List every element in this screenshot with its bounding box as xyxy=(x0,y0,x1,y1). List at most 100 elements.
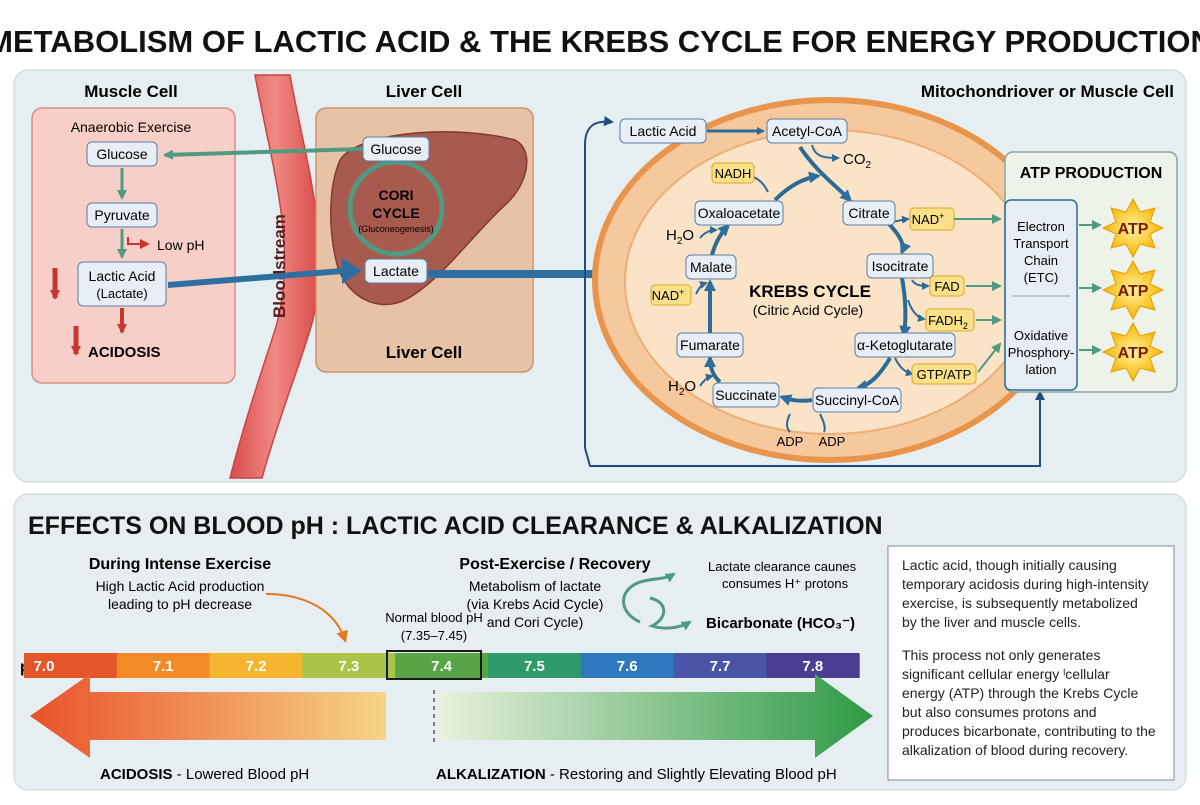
etc-line-4: (ETC) xyxy=(1024,270,1059,285)
lactate-to-mito-arrow xyxy=(428,254,648,294)
alkalization-caption-bold: ALKALIZATION xyxy=(436,766,546,783)
nad-left-sup: + xyxy=(679,287,684,297)
h2o-2-sub: 2 xyxy=(679,387,685,398)
muscle-lactic-acid-label: Lactic Acid xyxy=(89,268,156,284)
recycle-arrow-top xyxy=(622,572,676,624)
exercise-title: During Intense Exercise xyxy=(89,556,271,573)
main-title: METABOLISM OF LACTIC ACID & THE KREBS CY… xyxy=(0,24,1200,59)
fadh2-text: FADH xyxy=(928,313,963,328)
isocitrate-label: Isocitrate xyxy=(872,258,929,274)
low-ph-label: Low pH xyxy=(157,237,204,253)
fad-badge xyxy=(929,275,965,297)
bloodstream-label: Bloodstream xyxy=(270,214,289,318)
summary-note-line: but also consumes protons and xyxy=(902,704,1097,720)
recovery-line-1: Metabolism of lactate xyxy=(469,578,601,594)
ph-tick-label: 7.0 xyxy=(34,658,55,675)
liver-cell-heading: Liver Cell xyxy=(386,82,463,101)
recycle-arrow-bottom xyxy=(647,596,692,631)
adp-arrow-2 xyxy=(819,413,826,433)
muscle-lactate-label: (Lactate) xyxy=(96,286,147,301)
mito-heading: Mitochondriover or Muscle Cell xyxy=(921,82,1174,101)
pyruvate-label: Pyruvate xyxy=(94,207,149,223)
ph-segment-7-5 xyxy=(488,653,582,678)
nad-right-text: NAD xyxy=(912,212,939,227)
acetyl-coa-label: Acetyl-CoA xyxy=(772,123,843,139)
fumarate-label: Fumarate xyxy=(680,337,740,353)
muscle-acidosis-label: ACIDOSIS xyxy=(88,344,161,361)
h2o-arrow-2 xyxy=(699,373,714,387)
atp-star-3 xyxy=(1101,321,1165,383)
mito-region-bracket xyxy=(584,116,614,448)
normal-ph-line-2: (7.35–7.45) xyxy=(401,628,468,643)
nad-badge-left xyxy=(650,284,692,306)
nad-badge-left-label: NAD+ xyxy=(652,287,685,303)
fadh2-badge xyxy=(925,308,975,332)
ph-segment-7-7 xyxy=(673,653,767,678)
oxaloacetate-to-citrate-arrow xyxy=(773,171,821,202)
glucose-return-arrow xyxy=(163,147,364,160)
summary-note-line: alkalization of blood during recovery. xyxy=(902,742,1128,758)
atp-outputs: ATP ATP ATP xyxy=(1079,197,1165,383)
acidosis-arrow xyxy=(30,674,386,758)
co2-subscript: 2 xyxy=(866,160,872,171)
fad-label: FAD xyxy=(934,279,959,294)
alkalization-arrow xyxy=(440,674,873,758)
h2o-arrow-1 xyxy=(699,226,718,239)
summary-note-line: This process not only generates xyxy=(902,647,1100,663)
succinyl-to-succinate-arrow xyxy=(779,394,813,406)
pyruvate-node xyxy=(86,202,158,228)
h2o-2-h: H xyxy=(668,378,679,395)
isocitrate-to-keto-arrow xyxy=(899,277,912,338)
cori-label: CORI xyxy=(379,187,414,203)
nadh-badge xyxy=(711,162,755,184)
muscle-glucose-label: Glucose xyxy=(96,146,148,162)
etc-line-2: Transport xyxy=(1013,236,1069,251)
fadh2-arrow xyxy=(907,299,926,322)
gtp-label: GTP/ATP xyxy=(917,367,972,382)
lactic-to-liver-arrow xyxy=(168,258,362,288)
krebs-cycle-arrows xyxy=(704,145,912,406)
citrate-label: Citrate xyxy=(848,205,889,221)
ph-segment-7-2 xyxy=(209,653,303,678)
succinate-to-fumarate-arrow xyxy=(704,355,722,384)
ph-tick-label: 7.6 xyxy=(617,658,638,675)
malate-to-oxaloacetate-arrow xyxy=(710,223,731,256)
fumarate-node xyxy=(676,332,744,358)
ketoglutarate-node xyxy=(854,332,956,358)
cycle-label: CYCLE xyxy=(372,205,419,221)
acidosis-caption-rest: - Lowered Blood pH xyxy=(173,766,310,783)
etc-line-3: Chain xyxy=(1024,253,1058,268)
malate-label: Malate xyxy=(690,259,732,275)
ph-tick-label: 7.2 xyxy=(246,658,267,675)
normal-ph-line-1: Normal blood pH xyxy=(385,610,483,625)
atp-label-3: ATP xyxy=(1118,345,1149,362)
ph-segment-7-0 xyxy=(24,653,118,678)
nad-right-sup: + xyxy=(939,211,944,221)
liver-glucose-label: Glucose xyxy=(370,141,422,157)
fadh2-subscript: 2 xyxy=(963,321,968,331)
exercise-line-2: leading to pH decrease xyxy=(108,596,252,612)
summary-note-text: Lactic acid, though initially causing tem… xyxy=(902,557,1156,758)
nad-left-text: NAD xyxy=(652,288,679,303)
ox-line-3: lation xyxy=(1025,362,1056,377)
liver-lactate-node xyxy=(364,258,428,284)
anaerobic-label: Anaerobic Exercise xyxy=(71,119,192,135)
krebs-cycle-subtitle: (Citric Acid Cycle) xyxy=(753,302,863,318)
co2-arrow xyxy=(811,144,840,162)
adp-label-1: ADP xyxy=(777,434,804,449)
summary-note-line: Lactic acid, though initially causing xyxy=(902,557,1117,573)
summary-note-line: significant cellular energy ˡcellular xyxy=(902,666,1110,682)
h2o-2-o: O xyxy=(684,378,696,395)
h2o-1-o: O xyxy=(682,227,694,244)
krebs-cycle-title: KREBS CYCLE xyxy=(749,282,871,301)
succinate-label: Succinate xyxy=(715,387,777,403)
fadh2-label: FADH2 xyxy=(928,313,968,331)
succinate-node xyxy=(712,382,780,408)
normal-ph-highlight xyxy=(386,650,482,680)
ph-tick-label: 7.3 xyxy=(338,658,359,675)
citrate-node xyxy=(842,200,896,226)
summary-note-line: temporary acidosis during high-intensity xyxy=(902,576,1149,592)
bicarbonate-label: Bicarbonate (HCO₃⁻) xyxy=(706,615,855,632)
muscle-glucose-node xyxy=(86,141,158,167)
mito-region-bottom xyxy=(584,390,1045,467)
